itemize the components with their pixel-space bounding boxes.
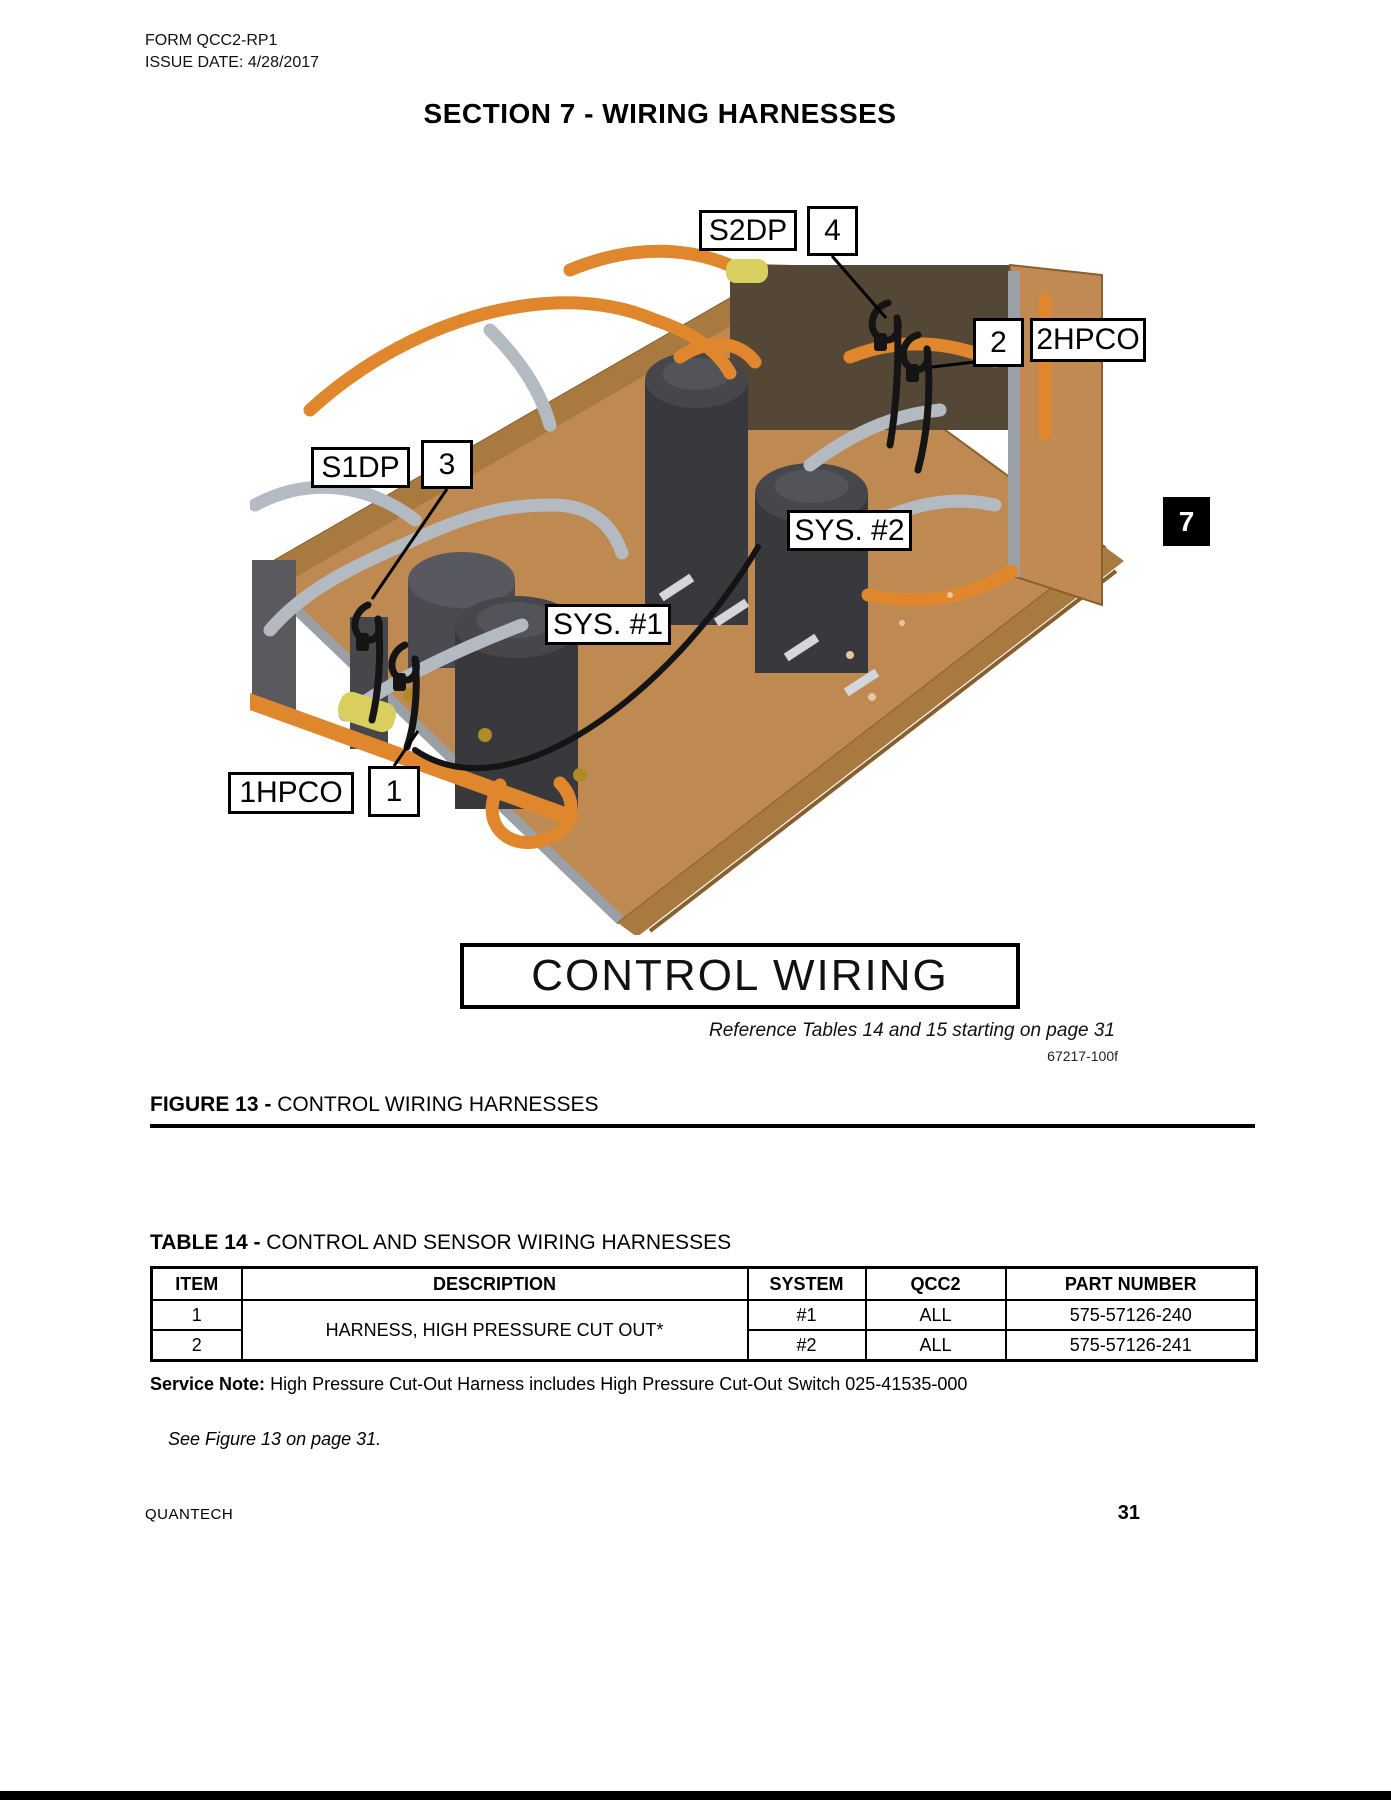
cell-part-number: 575-57126-240 xyxy=(1004,1299,1258,1331)
cell-system: #2 xyxy=(746,1329,867,1362)
callout-sys2: SYS. #2 xyxy=(787,510,912,551)
col-header-description: DESCRIPTION xyxy=(240,1266,749,1301)
service-note-text: High Pressure Cut-Out Harness includes H… xyxy=(265,1374,968,1394)
cell-description-merged: HARNESS, HIGH PRESSURE CUT OUT* xyxy=(240,1299,749,1362)
cell-system: #1 xyxy=(746,1299,867,1331)
table-14-harnesses: ITEM DESCRIPTION SYSTEM QCC2 PART NUMBER… xyxy=(150,1266,1258,1362)
col-header-qcc2: QCC2 xyxy=(864,1266,1007,1301)
harness-connectors xyxy=(356,333,919,691)
control-wiring-banner-text: CONTROL WIRING xyxy=(531,951,949,1000)
figure-13-illustration xyxy=(232,175,1150,937)
figure-caption-text: CONTROL WIRING HARNESSES xyxy=(277,1093,599,1116)
callout-item-4: 4 xyxy=(807,206,858,256)
callout-2hpco: 2HPCO xyxy=(1030,318,1146,362)
callout-item-3: 3 xyxy=(421,440,473,489)
doc-header: FORM QCC2-RP1 ISSUE DATE: 4/28/2017 xyxy=(145,30,319,74)
footer-page-number: 31 xyxy=(1117,1502,1140,1524)
table-header-row: ITEM DESCRIPTION SYSTEM QCC2 PART NUMBER xyxy=(150,1266,1258,1301)
table-caption: TABLE 14 - CONTROL AND SENSOR WIRING HAR… xyxy=(150,1231,731,1255)
col-header-system: SYSTEM xyxy=(746,1266,867,1301)
cell-qcc2: ALL xyxy=(864,1329,1007,1362)
footer-brand: QUANTECH xyxy=(145,1506,234,1523)
deck-specks xyxy=(846,592,953,701)
callout-s1dp: S1DP xyxy=(311,447,410,488)
table-row: 1 HARNESS, HIGH PRESSURE CUT OUT* #1 ALL… xyxy=(150,1299,1258,1362)
service-note-label: Service Note: xyxy=(150,1374,266,1394)
col-header-part-number: PART NUMBER xyxy=(1004,1266,1258,1301)
callout-1hpco: 1HPCO xyxy=(228,772,354,814)
table-row: 2 #2 ALL 575-57126-241 xyxy=(150,1329,1258,1362)
chiller-drawing xyxy=(232,244,1124,937)
form-number: FORM QCC2-RP1 xyxy=(145,32,278,49)
callout-item-2: 2 xyxy=(973,318,1024,367)
control-wiring-banner: CONTROL WIRING xyxy=(460,943,1020,1009)
section-title: SECTION 7 - WIRING HARNESSES xyxy=(423,98,897,129)
callout-sys1: SYS. #1 xyxy=(545,604,671,645)
table-caption-text: CONTROL AND SENSOR WIRING HARNESSES xyxy=(266,1231,732,1254)
section-tab-marker: 7 xyxy=(1163,497,1210,546)
callout-s2dp: S2DP xyxy=(699,210,797,251)
drawing-number: 67217-100f xyxy=(1047,1048,1118,1064)
issue-date: ISSUE DATE: 4/28/2017 xyxy=(145,54,320,71)
cell-part-number: 575-57126-241 xyxy=(1004,1329,1258,1362)
table-caption-label: TABLE 14 - xyxy=(150,1231,267,1254)
footer-bottom-bar xyxy=(0,1791,1391,1800)
cell-item: 1 xyxy=(150,1299,243,1331)
service-note: Service Note: High Pressure Cut-Out Harn… xyxy=(150,1374,967,1395)
see-figure-note: See Figure 13 on page 31. xyxy=(168,1429,382,1449)
cell-qcc2: ALL xyxy=(864,1299,1007,1331)
figure-caption: FIGURE 13 - CONTROL WIRING HARNESSES xyxy=(150,1093,598,1117)
callout-leaders xyxy=(370,255,976,767)
reference-note: Reference Tables 14 and 15 starting on p… xyxy=(709,1020,1115,1041)
col-header-item: ITEM xyxy=(150,1266,243,1301)
brackets xyxy=(598,573,880,697)
cell-item: 2 xyxy=(150,1329,243,1362)
figure-caption-rule xyxy=(150,1124,1255,1128)
figure-caption-label: FIGURE 13 - xyxy=(150,1093,278,1116)
callout-item-1: 1 xyxy=(368,766,420,817)
valves xyxy=(337,259,768,782)
section-tab-number: 7 xyxy=(1178,505,1195,537)
